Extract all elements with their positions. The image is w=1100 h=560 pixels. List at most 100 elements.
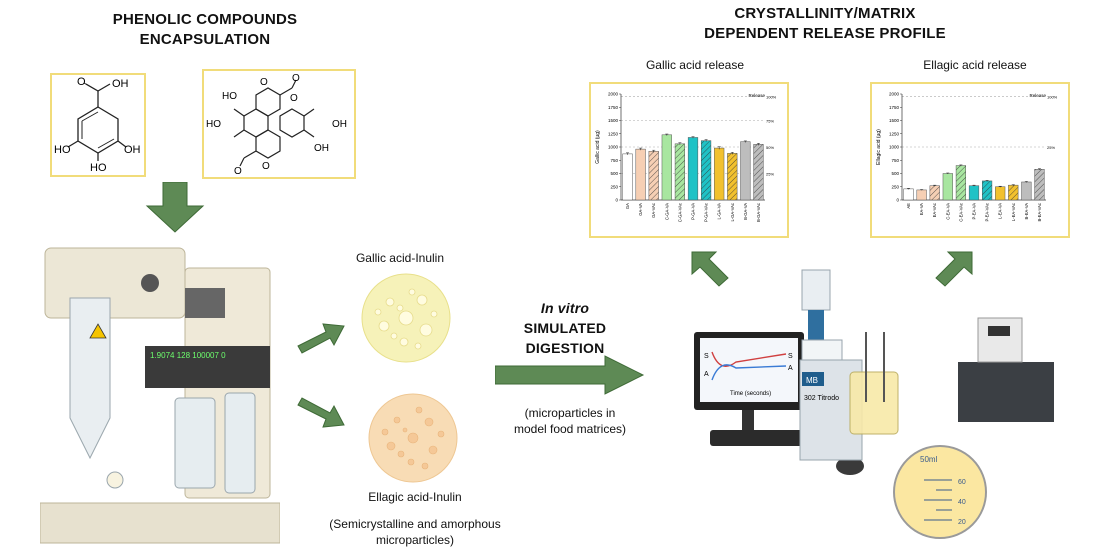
ellagic-bar-1 [916, 189, 927, 201]
ellagic-xtick-label-3: C-EA-VA [945, 203, 950, 220]
digestion-title-line3: DIGESTION [525, 340, 605, 356]
encapsulation-title-line1: PHENOLIC COMPOUNDS [112, 11, 298, 28]
gallic-inulin-microparticles [361, 273, 451, 363]
gallic-atom-carbonyl-o: O [77, 76, 86, 88]
gallic-bar-5 [687, 137, 699, 201]
gallic-bar-hatch-6 [701, 140, 711, 200]
ellagic-chart-title: Ellagic acid release [923, 58, 1027, 72]
gallic-atom-carboxyl-oh: OH [112, 78, 129, 90]
ellagic-atom-first-o: O [290, 93, 298, 104]
spray-dryer-illustration: 1.9074 128 100007 0 [40, 247, 280, 544]
ellagic-refline-label-0: 100% [1047, 95, 1058, 100]
gallic-release-chart-svg: 100%75%50%25%025050075010001250150017502… [595, 92, 777, 223]
ellagic-atom-bottom-o: O [234, 166, 242, 177]
gallic-xtick-label-3: C-GA-VA [664, 203, 669, 220]
gallic-xtick-label-0: GA [625, 203, 630, 209]
gallic-ytick-label-7: 1750 [608, 105, 619, 110]
ellagic-acid-structure: HO O HO O OH O OH O O [202, 69, 356, 179]
titrator-model-label: 302 Titrodo [804, 395, 839, 402]
screen-s-label-right: S [788, 353, 793, 360]
ellagic-bar-0 [903, 188, 914, 201]
ellagic-ytick-label-8: 2000 [889, 92, 900, 97]
screen-a-label: A [704, 371, 709, 378]
ellagic-acid-molecule-drawing: HO O HO O OH O OH O O [206, 73, 347, 177]
ellagic-xtick-label-9: B-EA-VA [1024, 203, 1029, 220]
gallic-legend-title: Release [748, 93, 765, 98]
volume-top-label: 50ml [920, 455, 938, 464]
gallic-xtick-label-4: C-GA-VAc [677, 203, 682, 222]
gallic-bar-hatch-4 [675, 143, 685, 200]
release-profile-title: CRYSTALLINITY/MATRIX DEPENDENT RELEASE P… [690, 4, 960, 44]
ellagic-xtick-label-5: P-EA-VA [972, 203, 977, 220]
titrator-brand-label: MB [806, 376, 818, 385]
ellagic-bar-hatch-10 [1034, 169, 1045, 200]
ellagic-atom-ring-o2: O [262, 161, 270, 172]
ellagic-xtick-label-1: EA-VA [919, 203, 924, 215]
gallic-bar-9 [740, 141, 751, 201]
ellagic-bar-hatch-6 [982, 180, 992, 200]
microparticles-note-line2: microparticles) [375, 533, 454, 547]
gallic-refline-label-3: 25% [766, 172, 774, 177]
gallic-bar-hatch-8 [727, 153, 738, 200]
ellagic-xtick-label-8: L-EA-VAc [1011, 203, 1016, 221]
ellagic-bar-3 [942, 173, 953, 201]
gallic-ytick-label-3: 750 [610, 158, 618, 163]
ellagic-atom-right-oh: OH [332, 119, 347, 130]
ellagic-ytick-label-7: 1750 [889, 105, 900, 110]
svg-text:1.9074 128 100007 0: 1.9074 128 100007 0 [150, 351, 226, 360]
microparticles-note: (Semicrystalline and amorphous micropart… [315, 516, 515, 548]
digestion-title-line2: SIMULATED [523, 320, 607, 336]
gallic-chart-title: Gallic acid release [645, 58, 745, 72]
gallic-acid-molecule-drawing: OH O HO OH HO [54, 76, 141, 174]
digestion-title: In vitro SIMULATED DIGESTION [505, 298, 625, 358]
ellagic-ytick-label-0: 0 [896, 198, 899, 203]
gallic-xtick-label-2: GA-VAc [651, 203, 656, 218]
arrow-up-left-icon [691, 251, 729, 287]
ellagic-ytick-label-1: 250 [891, 184, 899, 189]
ellagic-ytick-label-6: 1500 [889, 118, 900, 123]
gallic-refline-label-1: 75% [766, 119, 774, 124]
release-profile-title-line1: CRYSTALLINITY/MATRIX [734, 5, 916, 22]
ellagic-refline-label-1: 25% [1047, 145, 1055, 150]
arrow-up-right-icon [935, 251, 973, 287]
ellagic-atom-ring-o1: O [260, 77, 268, 88]
ellagic-release-chart-svg: 100%25%025050075010001250150017502000Ell… [876, 92, 1058, 222]
digestion-note-line2: model food matrices) [513, 422, 627, 436]
screen-s-label: S [704, 353, 709, 360]
microparticles-note-line1: (Semicrystalline and amorphous [329, 517, 501, 531]
gallic-bar-3 [661, 134, 672, 201]
ellagic-atom-bottom-oh: OH [314, 143, 329, 154]
gallic-ytick-label-0: 0 [615, 198, 618, 203]
ellagic-bar-7 [995, 186, 1006, 201]
digestion-note: (microparticles in model food matrices) [495, 405, 645, 437]
gallic-acid-structure: OH O HO OH HO [50, 73, 146, 177]
gallic-refline-label-0: 100% [766, 95, 777, 100]
gallic-xtick-label-1: GA-VA [638, 203, 643, 216]
gallic-bar-0 [622, 153, 633, 201]
ellagic-ylabel: Ellagic acid (µg) [876, 129, 882, 165]
gallic-ytick-label-6: 1500 [608, 118, 619, 123]
gallic-bar-1 [635, 148, 646, 201]
gallic-ytick-label-8: 2000 [608, 92, 619, 97]
gallic-atom-right-oh: OH [124, 144, 141, 156]
ellagic-legend-title: Release [1029, 93, 1046, 98]
ellagic-xtick-label-0: AE [906, 203, 911, 209]
arrow-to-ellagic-inulin-icon [297, 397, 345, 428]
gallic-xtick-label-6: P-GA-VAc [704, 203, 709, 222]
ellagic-xtick-label-7: L-EA-VA [998, 203, 1003, 219]
screen-a-label-right: A [788, 365, 793, 372]
ellagic-bar-9 [1021, 181, 1032, 201]
down-arrow-icon [145, 182, 205, 233]
gallic-ytick-label-1: 250 [610, 184, 618, 189]
volume-mark-20: 20 [958, 519, 966, 526]
gallic-ytick-label-2: 500 [610, 171, 618, 176]
gallic-xtick-label-5: P-GA-VA [691, 203, 696, 220]
ellagic-ytick-label-4: 1000 [889, 145, 900, 150]
ellagic-xtick-label-10: B-EA-VAc [1037, 203, 1042, 222]
gallic-xtick-label-7: L-GA-VA [717, 203, 722, 220]
gallic-ytick-label-4: 1000 [608, 145, 619, 150]
ellagic-inulin-label: Ellagic acid-Inulin [368, 490, 462, 504]
gallic-bar-7 [714, 147, 725, 201]
